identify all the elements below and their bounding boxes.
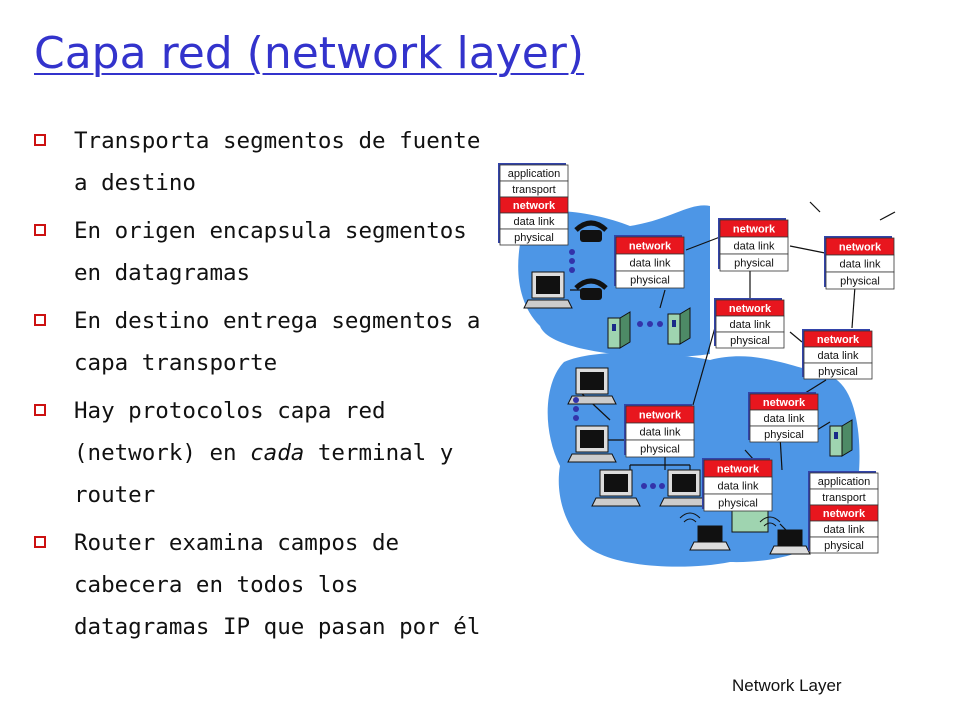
layer-label-physical: physical [718,498,758,510]
layer-label-network: network [639,410,682,422]
layer-label-data-link: data link [514,216,555,228]
bullet-text: terminal y router [74,440,454,508]
layer-label-network: network [629,241,672,253]
layer-box-physical [803,362,873,380]
layer-label-data-link: data link [718,481,759,493]
layer-label-physical: physical [514,232,554,244]
protocol-stack-router-5: network data link physical [802,329,873,380]
bullet-item: Router examina campos de cabecera en tod… [34,522,504,648]
bullet-item: En destino entrega segmentos a capa tran… [34,300,504,384]
layer-box-physical [625,439,695,458]
layer-label-network: network [817,334,860,346]
desktop-computer-icon [567,425,617,463]
layer-box-physical [615,270,685,289]
protocol-stack-router-3: network data link physical [824,236,895,290]
ellipsis-dots [569,249,665,489]
protocol-stack-host-bottom: application transport network data link phys… [808,471,879,554]
layer-label-data-link: data link [824,524,865,536]
layer-label-network: network [733,224,776,236]
bullet-list: Transporta segmentos de fuente a destino… [34,120,504,654]
layer-label-data-link: data link [630,258,671,270]
bullet-box-icon [34,224,46,236]
layer-label-data-link: data link [730,319,771,331]
layer-label-data-link: data link [764,413,805,425]
protocol-stack-router-6: network data link physical [624,404,695,458]
layer-label-data-link: data link [640,427,681,439]
protocol-stack-router-7: network data link physical [748,392,819,443]
desktop-computer-icon [591,469,641,507]
bullet-box-icon [34,536,46,548]
bullet-text: Transporta segmentos de fuente a destino [74,128,481,196]
layer-label-physical: physical [824,540,864,552]
layer-box-physical [499,228,569,246]
protocol-stack-router-8: network data link physical [702,458,773,512]
layer-label-application: application [508,168,561,180]
laptop-icon [759,516,811,555]
layer-label-transport: transport [512,184,555,196]
layer-box-physical [719,253,789,272]
bullet-item: En origen encapsula segmentos en datagra… [34,210,504,294]
layer-label-physical: physical [840,276,880,288]
protocol-stack-router-2: network data link physical [718,218,789,272]
slide-footer: Network Layer [732,676,842,695]
layer-label-network: network [823,508,866,520]
layer-box-physical [703,493,773,512]
bullet-item: Transporta segmentos de fuente a destino [34,120,504,204]
telephone-icon [574,278,608,300]
protocol-stack-host-top: application transport network data link phys… [498,163,569,246]
layer-label-data-link: data link [818,350,859,362]
layer-label-physical: physical [764,429,804,441]
layer-label-transport: transport [822,492,865,504]
layer-label-application: application [818,476,871,488]
desktop-computer-icon [659,469,709,507]
layer-label-physical: physical [734,258,774,270]
layer-label-network: network [729,303,772,315]
laptop-icon [679,512,731,551]
layer-box-physical [715,331,785,349]
layer-box-physical [749,425,819,443]
bullet-box-icon [34,134,46,146]
layer-label-physical: physical [730,335,770,347]
desktop-computer-icon [523,271,573,309]
bullet-text: cada [250,440,305,466]
desktop-computer-icon [567,367,617,405]
layer-label-network: network [513,200,556,212]
server-icon [607,311,631,349]
bullet-text: En origen encapsula segmentos en datagra… [74,218,467,286]
bullet-text: Hay protocolos capa red (network) en [74,398,386,466]
network-diagram: application transport network data link phys… [498,163,896,567]
server-icon [829,419,853,457]
layer-label-physical: physical [818,366,858,378]
layer-label-physical: physical [640,444,680,456]
server-icon [667,307,691,345]
protocol-stack-router-4: network data link physical [714,298,785,349]
telephone-icon [574,220,608,242]
layer-label-network: network [839,242,882,254]
bullet-box-icon [34,314,46,326]
layer-box-physical [809,536,879,554]
layer-box-physical [825,271,895,290]
slide-title: Capa red (network layer) [34,28,585,79]
layer-label-data-link: data link [734,241,775,253]
bullet-text: Router examina campos de cabecera en tod… [74,530,481,640]
layer-label-data-link: data link [840,259,881,271]
bullet-box-icon [34,404,46,416]
layer-label-physical: physical [630,275,670,287]
bullet-item: Hay protocolos capa red (network) en cad… [34,390,504,516]
bullet-text: En destino entrega segmentos a capa tran… [74,308,481,376]
layer-label-network: network [717,464,760,476]
layer-label-network: network [763,397,806,409]
protocol-stack-router-1: network data link physical [614,235,685,289]
protocol-stacks: application transport network data link phys… [498,163,895,554]
